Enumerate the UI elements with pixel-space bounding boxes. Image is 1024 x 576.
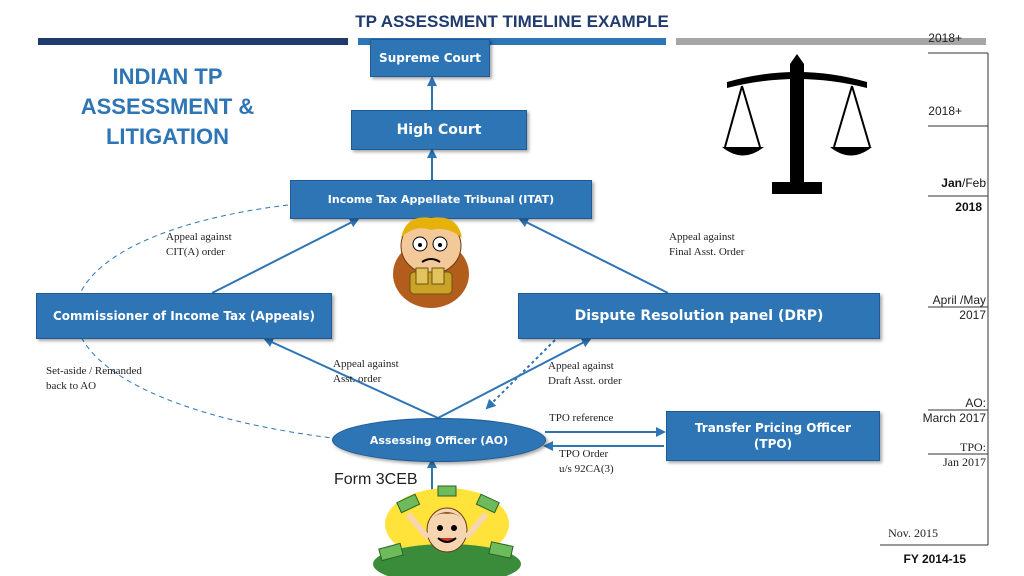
arrow-drp-to-itat <box>518 218 669 294</box>
label-appeal-draft: Appeal against Draft Asst. order <box>548 360 622 387</box>
high-court-box[interactable]: High Court <box>351 110 527 150</box>
arrows <box>211 76 669 490</box>
scales-of-justice-icon <box>722 54 872 194</box>
arrow-drp-dotted-to-ao <box>485 339 556 410</box>
timeline-label-janfeb: Jan/Feb <box>941 176 986 190</box>
arrow-ao-to-drp <box>437 338 592 419</box>
label-appeal-final: Appeal against Final Asst. Order <box>669 231 745 258</box>
side-title-line1: INDIAN TP <box>112 64 223 89</box>
page-title: TP ASSESSMENT TIMELINE EXAMPLE <box>355 12 669 31</box>
timeline-lines <box>880 52 989 546</box>
arrow-ao-to-cita <box>263 337 439 419</box>
tpo-label-line2: (TPO) <box>753 437 793 451</box>
header-bar-middle <box>358 38 666 45</box>
label-setaside: Set-aside / Remanded back to AO <box>46 365 142 392</box>
timeline-label-ao: AO: March 2017 <box>922 396 986 425</box>
label-appeal-asst: Appeal against Asst. order <box>333 358 399 385</box>
timeline-label-nov2015: Nov. 2015 <box>888 526 938 540</box>
header-bar-right <box>676 38 986 45</box>
timeline-label-2018plus: 2018+ <box>928 104 962 118</box>
man-in-money-pile-icon <box>373 485 521 576</box>
drp-box[interactable]: Dispute Resolution panel (DRP) <box>518 293 880 339</box>
supreme-court-box[interactable]: Supreme Court <box>370 39 490 77</box>
worried-man-clutching-money-icon <box>393 217 469 308</box>
label-appeal-cita: Appeal against CIT(A) order <box>166 231 232 258</box>
timeline-label-2018: 2018 <box>955 200 982 214</box>
side-title-line3: LITIGATION <box>105 124 230 149</box>
tpo-box[interactable]: Transfer Pricing Officer (TPO) <box>666 411 880 461</box>
header-bar-left <box>38 38 348 45</box>
label-tpo-order: TPO Order u/s 92CA(3) <box>559 448 614 475</box>
timeline-label-2018plus-top: 2018+ <box>928 31 962 45</box>
side-title: INDIAN TP ASSESSMENT & LITIGATION <box>40 62 295 152</box>
timeline-label-fy: FY 2014-15 <box>903 552 967 566</box>
label-form-3ceb: Form 3CEB <box>334 471 418 488</box>
label-tpo-reference: TPO reference <box>549 412 614 424</box>
setaside-dashed-curve <box>74 204 333 439</box>
tpo-label-line1: Transfer Pricing Officer <box>694 421 852 435</box>
side-title-line2: ASSESSMENT & <box>80 94 255 119</box>
cita-box[interactable]: Commissioner of Income Tax (Appeals) <box>36 293 332 339</box>
arrow-cita-to-itat <box>211 218 360 294</box>
timeline-label-tpo: TPO: Jan 2017 <box>943 440 986 469</box>
ao-ellipse[interactable]: Assessing Officer (AO) <box>332 418 546 462</box>
timeline-label-aprilmay: April /May 2017 <box>932 293 986 322</box>
